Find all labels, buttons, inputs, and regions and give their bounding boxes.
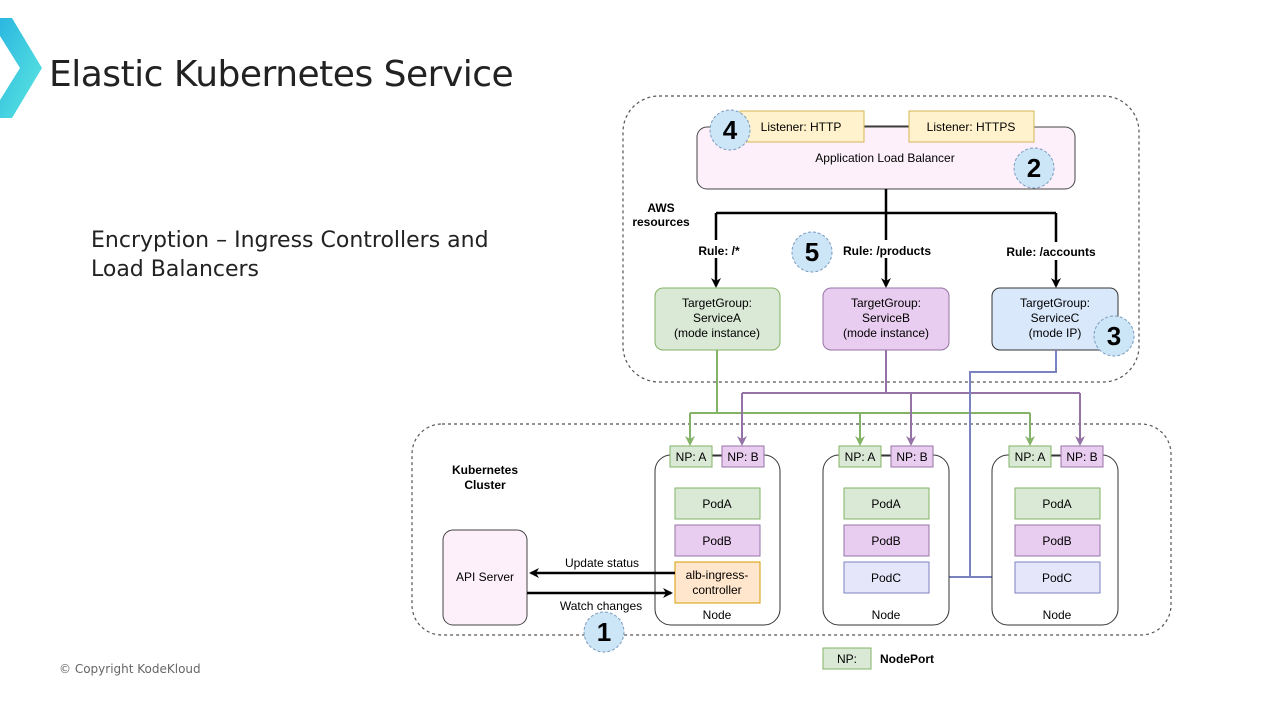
pod-c bbox=[843, 561, 930, 594]
listener-http-label: Listener: HTTP bbox=[761, 120, 842, 134]
aws-resources-boundary bbox=[622, 95, 1140, 383]
tg-c-line3: (mode IP) bbox=[1029, 326, 1082, 340]
node-1: NP: A NP: B PodA PodB alb-ingress- contr… bbox=[654, 445, 781, 626]
rule-accounts-label: Rule: /accounts bbox=[1006, 245, 1096, 259]
pod-c bbox=[1014, 561, 1101, 594]
pod-a-label: PodA bbox=[1042, 497, 1071, 511]
nodeport-a-label: NP: A bbox=[676, 450, 707, 464]
pod-b-label: PodB bbox=[1042, 534, 1071, 548]
legend-nodeport-abbr: NP: bbox=[837, 652, 857, 666]
pod-c-label: PodC bbox=[871, 571, 901, 585]
badge-number: 1 bbox=[597, 617, 611, 647]
step-badge-1: 1 bbox=[583, 611, 625, 653]
tg-a-line3: (mode instance) bbox=[674, 326, 760, 340]
watch-changes-label: Watch changes bbox=[560, 599, 642, 613]
logo-chevron-icon bbox=[0, 18, 42, 118]
subtitle-line-1: Encryption – Ingress Controllers and bbox=[91, 228, 489, 253]
slide-subtitle: Encryption – Ingress Controllers and Loa… bbox=[91, 226, 511, 284]
nodeport-a bbox=[1008, 445, 1052, 468]
pod-b-label: PodB bbox=[702, 534, 731, 548]
tg-b-line3: (mode instance) bbox=[843, 326, 929, 340]
pod-b bbox=[674, 524, 761, 557]
node-label: Node bbox=[1043, 608, 1072, 622]
step-badge-2: 2 bbox=[1013, 147, 1055, 189]
nodeport-b-label: NP: B bbox=[727, 450, 758, 464]
tg-c-line1: TargetGroup: bbox=[1020, 296, 1090, 310]
kubernetes-cluster-boundary bbox=[411, 423, 1172, 636]
pod-b-label: PodB bbox=[871, 534, 900, 548]
badge-number: 5 bbox=[805, 237, 819, 267]
update-status-label: Update status bbox=[565, 556, 639, 570]
controller-label-line2: controller bbox=[692, 583, 741, 597]
tg-c-line2: ServiceC bbox=[1031, 311, 1080, 325]
nodeport-b bbox=[721, 445, 765, 468]
pod-a bbox=[674, 487, 761, 520]
node-label: Node bbox=[703, 608, 732, 622]
node-3: NP: A NP: B PodA PodB PodC Node bbox=[991, 445, 1119, 626]
cluster-label-line1: Kubernetes bbox=[452, 463, 518, 477]
pod-a bbox=[843, 487, 930, 520]
legend-nodeport-swatch bbox=[822, 647, 872, 670]
nodeport-a-label: NP: A bbox=[1015, 450, 1046, 464]
alb-label: Application Load Balancer bbox=[815, 151, 954, 165]
nodeport-b-label: NP: B bbox=[896, 450, 927, 464]
step-badge-5: 5 bbox=[791, 231, 833, 273]
pod-a-label: PodA bbox=[702, 497, 731, 511]
badge-number: 4 bbox=[723, 115, 738, 145]
tg-a-line2: ServiceA bbox=[693, 311, 741, 325]
aws-label-line1: AWS bbox=[647, 201, 674, 215]
nodeport-b bbox=[890, 445, 934, 468]
rule-root-label: Rule: /* bbox=[698, 244, 740, 258]
nodeport-b bbox=[1060, 445, 1104, 468]
api-server bbox=[442, 529, 528, 626]
listener-https-label: Listener: HTTPS bbox=[927, 120, 1016, 134]
nodeport-a bbox=[669, 445, 713, 468]
step-badge-4: 4 bbox=[709, 109, 751, 151]
pod-c-label: PodC bbox=[1042, 571, 1072, 585]
pod-a bbox=[1014, 487, 1101, 520]
node-2: NP: A NP: B PodA PodB PodC Node bbox=[822, 445, 950, 626]
rule-products-label: Rule: /products bbox=[843, 244, 931, 258]
node-label: Node bbox=[872, 608, 901, 622]
listener-http bbox=[739, 110, 865, 143]
api-server-label: API Server bbox=[456, 570, 514, 584]
alb-ingress-controller bbox=[674, 561, 761, 604]
nodeport-a-label: NP: A bbox=[845, 450, 876, 464]
tg-b-line2: ServiceB bbox=[862, 311, 910, 325]
pod-a-label: PodA bbox=[871, 497, 900, 511]
cluster-label-line2: Cluster bbox=[464, 478, 506, 492]
badge-number: 3 bbox=[1107, 321, 1121, 351]
slide-title: Elastic Kubernetes Service bbox=[49, 54, 514, 95]
tg-b-line1: TargetGroup: bbox=[851, 296, 921, 310]
controller-label-line1: alb-ingress- bbox=[686, 568, 749, 582]
service-b-routes bbox=[737, 350, 1085, 446]
service-a-routes bbox=[685, 350, 1035, 446]
aws-label-line2: resources bbox=[632, 215, 690, 229]
nodeport-b-label: NP: B bbox=[1066, 450, 1097, 464]
step-badge-3: 3 bbox=[1093, 315, 1135, 357]
nodeport-a bbox=[838, 445, 882, 468]
copyright-text: © Copyright KodeKloud bbox=[59, 662, 201, 676]
pod-b bbox=[843, 524, 930, 557]
badge-number: 2 bbox=[1027, 153, 1041, 183]
legend-nodeport-meaning: NodePort bbox=[880, 652, 934, 666]
subtitle-line-2: Load Balancers bbox=[91, 257, 260, 282]
pod-b bbox=[1014, 524, 1101, 557]
listener-https bbox=[908, 110, 1035, 143]
tg-a-line1: TargetGroup: bbox=[682, 296, 752, 310]
